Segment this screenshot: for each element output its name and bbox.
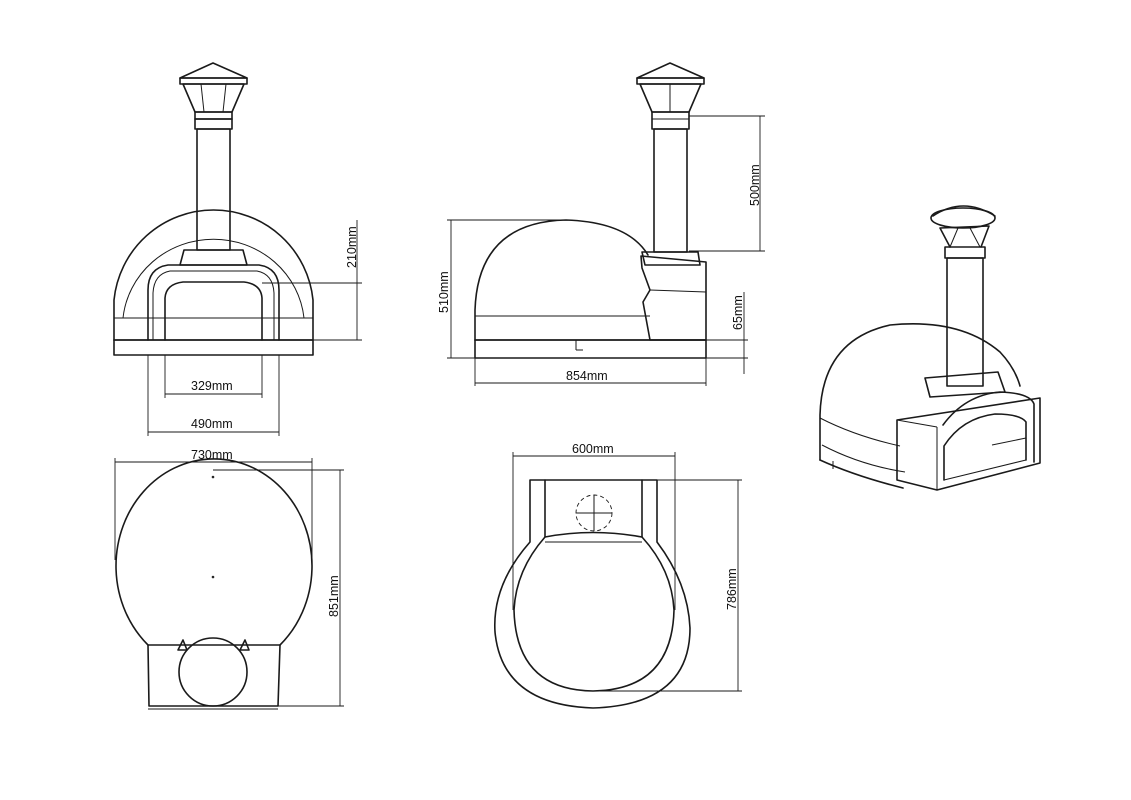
dim-front-chimney-height: 210mm: [345, 226, 359, 268]
isometric-view: [819, 205, 1041, 491]
dim-bottom-width: 600mm: [572, 442, 614, 456]
bottom-view: 600mm 786mm: [493, 442, 742, 709]
dim-opening-width: 329mm: [191, 379, 233, 393]
dim-side-dome-height: 510mm: [437, 271, 451, 313]
dim-flue-height: 500mm: [748, 164, 762, 206]
dim-base-height: 65mm: [731, 295, 745, 330]
dim-bottom-depth: 786mm: [725, 568, 739, 610]
dim-top-depth: 851mm: [327, 575, 341, 617]
top-view: 730mm 851mm: [114, 448, 344, 710]
side-view: 510mm 500mm 65mm 854mm: [437, 62, 765, 386]
dim-side-depth: 854mm: [566, 369, 608, 383]
front-view: 210mm 329mm 490mm: [113, 62, 362, 436]
dim-top-width: 730mm: [191, 448, 233, 462]
dim-opening-outer-width: 490mm: [191, 417, 233, 431]
